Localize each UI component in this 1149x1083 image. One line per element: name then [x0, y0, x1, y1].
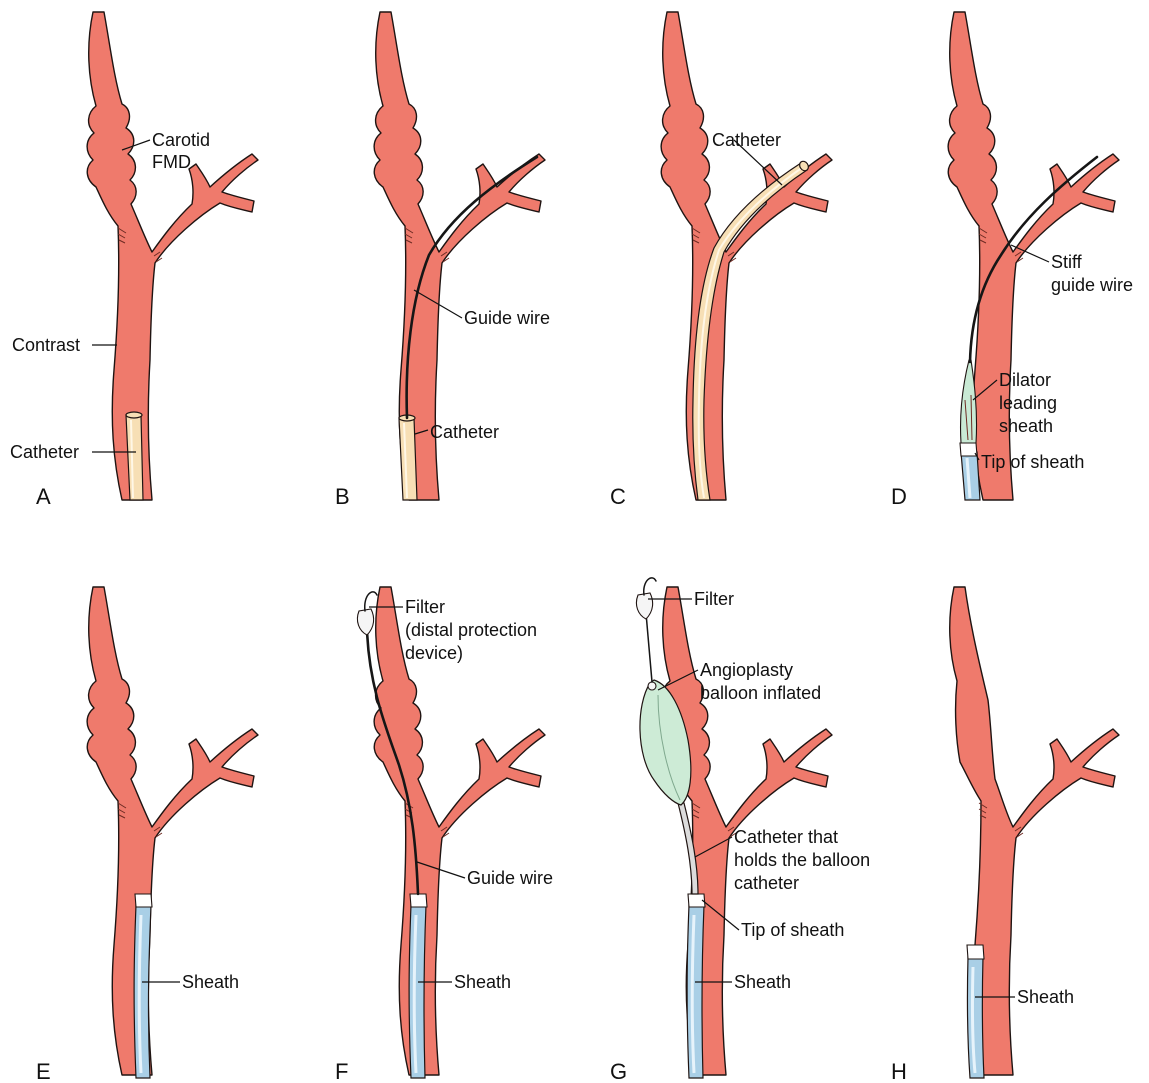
panel-c: Catheter C — [610, 12, 832, 509]
sheath-shape — [409, 905, 426, 1078]
sheath-tip — [410, 894, 427, 907]
filter-device — [357, 609, 373, 635]
filter-device — [636, 593, 652, 619]
label-catheter: Catheter — [430, 422, 499, 442]
label-balloon-inflated: balloon inflated — [700, 683, 821, 703]
label-fmd: FMD — [152, 152, 191, 172]
label-distal-protection: (distal protection — [405, 620, 537, 640]
carotid-vessel — [87, 587, 258, 1075]
panel-b: Guide wire Catheter B — [335, 12, 550, 509]
balloon-marker — [648, 682, 656, 690]
label-holds-the-balloon: holds the balloon — [734, 850, 870, 870]
label-carotid: Carotid — [152, 130, 210, 150]
label-tip-of-sheath: Tip of sheath — [981, 452, 1084, 472]
panel-letter: B — [335, 484, 350, 509]
label-sheath: Sheath — [454, 972, 511, 992]
label-guide-wire: guide wire — [1051, 275, 1133, 295]
label-device: device) — [405, 643, 463, 663]
panel-d: Stiff guide wire Dilator leading sheath … — [891, 12, 1133, 509]
label-stiff: Stiff — [1051, 252, 1083, 272]
panel-e: Sheath E — [36, 587, 258, 1083]
label-guide-wire: Guide wire — [467, 868, 553, 888]
panel-letter: E — [36, 1059, 51, 1083]
label-contrast: Contrast — [12, 335, 80, 355]
label-angioplasty: Angioplasty — [700, 660, 793, 680]
panel-letter: F — [335, 1059, 348, 1083]
panel-letter: G — [610, 1059, 627, 1083]
label-filter: Filter — [405, 597, 445, 617]
sheath-tip — [967, 945, 984, 959]
carotid-vessel — [661, 12, 832, 500]
sheath-tip — [960, 443, 977, 456]
catheter-shape — [399, 418, 417, 500]
label-catheter: Catheter — [712, 130, 781, 150]
label-tip-of-sheath: Tip of sheath — [741, 920, 844, 940]
carotid-vessel — [87, 12, 258, 500]
sheath-shape — [967, 957, 984, 1078]
sheath-shape — [134, 905, 151, 1078]
panel-letter: D — [891, 484, 907, 509]
label-sheath: Sheath — [734, 972, 791, 992]
panel-g: Filter Angioplasty balloon inflated Cath… — [610, 578, 870, 1083]
label-leading: leading — [999, 393, 1057, 413]
catheter-tip — [126, 412, 142, 418]
label-filter: Filter — [694, 589, 734, 609]
panel-letter: C — [610, 484, 626, 509]
label-sheath: Sheath — [182, 972, 239, 992]
label-guide-wire: Guide wire — [464, 308, 550, 328]
panel-a: Carotid FMD Contrast Catheter A — [10, 12, 258, 509]
label-dilator: Dilator — [999, 370, 1051, 390]
label-catheter: catheter — [734, 873, 799, 893]
sheath-tip — [135, 894, 152, 907]
label-catheter-that: Catheter that — [734, 827, 838, 847]
panel-letter: A — [36, 484, 51, 509]
label-catheter: Catheter — [10, 442, 79, 462]
panel-letter: H — [891, 1059, 907, 1083]
sheath-shape — [687, 905, 704, 1078]
panel-f: Filter (distal protection device) Guide … — [335, 587, 553, 1083]
label-sheath: sheath — [999, 416, 1053, 436]
label-sheath: Sheath — [1017, 987, 1074, 1007]
panel-h: Sheath H — [891, 587, 1119, 1083]
